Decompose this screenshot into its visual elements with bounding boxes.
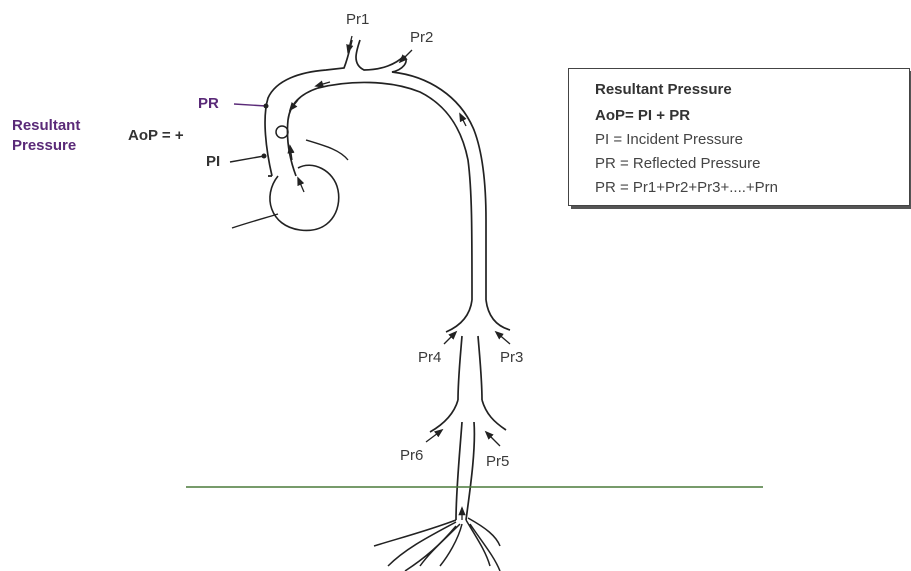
legend-line-incident: PI = Incident Pressure [595,131,743,148]
pr-pointer [234,104,266,106]
arrow-desc [460,114,466,126]
foot-branches [374,518,500,571]
label-resultant-line2: Pressure [12,138,76,153]
arrow-pr5 [486,432,500,446]
label-pr: PR [198,96,219,111]
legend-line-reflected: PR = Reflected Pressure [595,155,761,172]
heart-lower-curve [232,214,278,228]
pi-pointer-dot [262,154,267,159]
heart-vessel-curve [306,140,348,160]
label-pr4: Pr4 [418,350,441,365]
arrow-pr4 [444,332,456,344]
legend-title: Resultant Pressure [595,81,732,98]
aorta-inner-wall [287,82,472,300]
heart-outline [270,165,339,230]
legend-box: Resultant Pressure AoP= PI + PR PI = Inc… [568,68,910,206]
arrow-arch-2 [290,100,298,110]
aortic-valve-circle [276,126,288,138]
label-pr3: Pr3 [500,350,523,365]
arrow-heart [298,178,304,192]
label-pr5: Pr5 [486,454,509,469]
arrow-pr3 [496,332,510,344]
legend-line-sum: PR = Pr1+Pr2+Pr3+....+Prn [595,179,778,196]
pi-pointer [230,156,264,162]
aorta-outer-wall [265,40,404,176]
label-pi: PI [206,154,220,169]
label-aop-equation: AoP = + [128,128,184,143]
label-resultant-line1: Resultant [12,118,80,133]
label-pr6: Pr6 [400,448,423,463]
pr-pointer-dot [264,104,269,109]
label-pr2: Pr2 [410,30,433,45]
legend-formula: AoP= PI + PR [595,107,690,124]
arrow-pr6 [426,430,442,442]
label-pr1: Pr1 [346,12,369,27]
